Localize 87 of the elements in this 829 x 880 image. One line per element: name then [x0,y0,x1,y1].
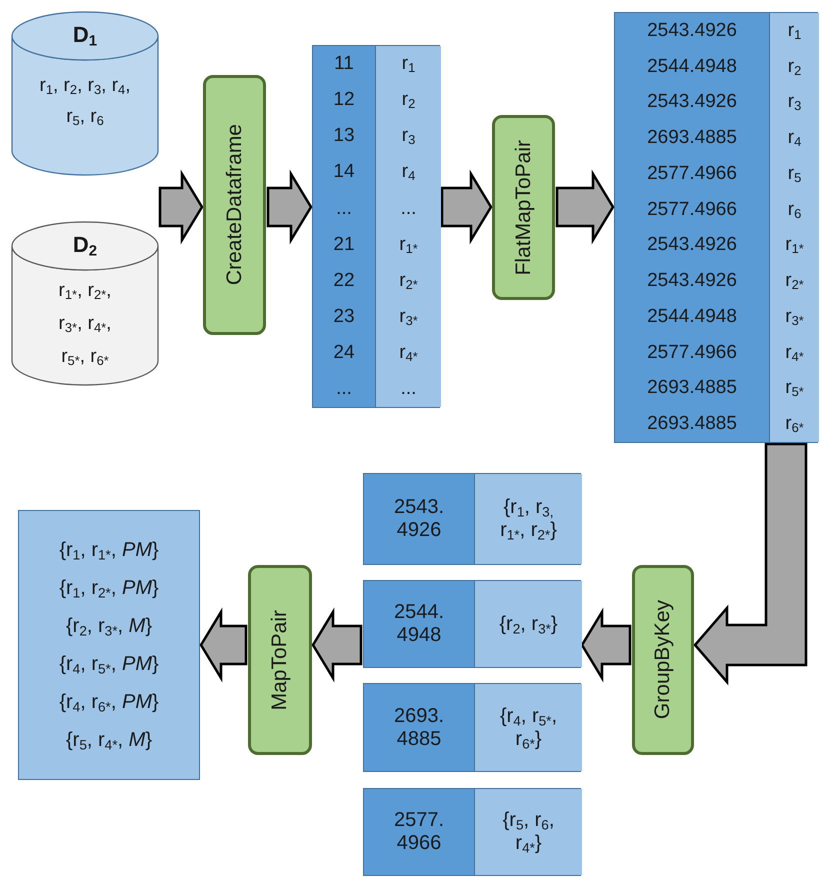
value-cell: r$_{5*}$ [769,370,819,406]
value-cell: r$_{1}$ [769,13,819,49]
key-cell: 2544.4948 [615,299,769,335]
record-pair: {r$_{5}$, r$_{4*}$, M} [66,728,152,754]
block-arrow [693,442,808,686]
block-arrow [312,608,362,682]
process-label: CreateDataframe [222,124,246,286]
key-cell: 2693.4885 [615,406,769,442]
value-cell: r$_{6}$ [769,192,819,228]
key-cell: 2544. 4948 [364,581,474,667]
group-record [363,580,581,668]
key-cell: 12 [313,82,375,118]
key-cell: 2693.4885 [615,370,769,406]
group-record [363,788,581,876]
value-cell: {r$_{5}$, r$_{6}$, r$_{4*}$} [474,789,582,875]
value-cell: r$_{4*}$ [375,334,441,371]
key-cell: ... [313,370,375,407]
process-label: FlatMapToPair [512,140,536,276]
value-cell: r$_{2*}$ [375,262,441,299]
key-cell: 24 [313,334,375,371]
process-box [203,75,266,335]
process-label: GroupByKey [651,600,675,720]
value-cell: r$_{4}$ [375,154,441,190]
process-label: MapToPair [268,610,292,710]
key-cell: 2543.4926 [615,84,769,120]
process-box [632,565,694,755]
value-cell: r$_{3}$ [375,118,441,154]
block-arrow [556,170,614,244]
key-cell: 2577. 4966 [364,789,474,875]
database-cylinder [12,222,158,385]
value-cell: r$_{3*}$ [769,299,819,335]
key-cell: 2544.4948 [615,48,769,84]
value-cell: r$_{6*}$ [769,406,819,442]
key-cell: 2693.4885 [615,120,769,156]
key-cell: 2543.4926 [615,13,769,49]
group-record [363,473,581,565]
record-list: r$_{1*}$, r$_{2*}$, r$_{3*}$, r$_{4*}$, r$_{5*}$, r$_{6*}$ [12,274,158,373]
record-pair: {r$_{1}$, r$_{1*}$, PM} [59,538,159,564]
dataset-label: D$_{1}$ [72,22,98,48]
value-cell: r$_{4}$ [769,120,819,156]
value-cell: r$_{4*}$ [769,334,819,370]
group-record [363,683,581,772]
process-box [248,565,312,755]
database-cylinder [12,12,158,175]
key-cell: 2693. 4885 [364,684,474,771]
key-cell: 22 [313,262,375,299]
block-arrow [200,608,248,682]
value-cell: {r$_{4}$, r$_{5*}$, r$_{6*}$} [474,684,582,771]
record-pair: {r$_{2}$, r$_{3*}$, M} [66,614,152,640]
key-cell: 2543. 4926 [364,474,474,564]
value-cell: r$_{2*}$ [769,263,819,299]
key-cell: ... [313,190,375,226]
block-arrow [158,170,204,244]
result-panel [18,510,200,780]
block-arrow [440,170,492,244]
key-cell: 2577.4966 [615,156,769,192]
key-cell: 11 [313,46,375,82]
value-cell: r$_{3*}$ [375,298,441,335]
key-cell: 2577.4966 [615,192,769,228]
process-box [492,115,555,300]
value-cell: r$_{2}$ [375,82,441,118]
value-cell: r$_{3}$ [769,84,819,120]
key-value-table [614,12,818,443]
key-value-table [312,45,440,408]
record-pair: {r$_{4}$, r$_{6*}$, PM} [59,690,159,716]
value-cell: r$_{1*}$ [769,228,819,264]
record-pair: {r$_{4}$, r$_{5*}$, PM} [59,652,159,678]
key-cell: 23 [313,298,375,335]
key-cell: 21 [313,226,375,263]
dataset-label: D$_{2}$ [72,232,98,258]
value-cell: {r$_{2}$, r$_{3*}$} [474,581,582,667]
block-arrow [580,608,632,682]
value-cell: ... [375,190,441,226]
value-cell: r$_{5}$ [769,156,819,192]
key-cell: 2577.4966 [615,334,769,370]
key-cell: 13 [313,118,375,154]
value-cell: r$_{2}$ [769,48,819,84]
key-cell: 2543.4926 [615,263,769,299]
record-pair: {r$_{1}$, r$_{2*}$, PM} [59,576,159,602]
key-cell: 2543.4926 [615,228,769,264]
block-arrow [266,170,312,244]
value-cell: ... [375,370,441,407]
value-cell: r$_{1}$ [375,46,441,82]
value-cell: {r$_{1}$, r$_{3,}$ r$_{1*}$, r$_{2*}$} [474,474,582,564]
value-cell: r$_{1*}$ [375,226,441,263]
record-list: r$_{1}$, r$_{2}$, r$_{3}$, r$_{4}$, r$_{5}$, r$_{6}$ [12,70,158,132]
key-cell: 14 [313,154,375,190]
